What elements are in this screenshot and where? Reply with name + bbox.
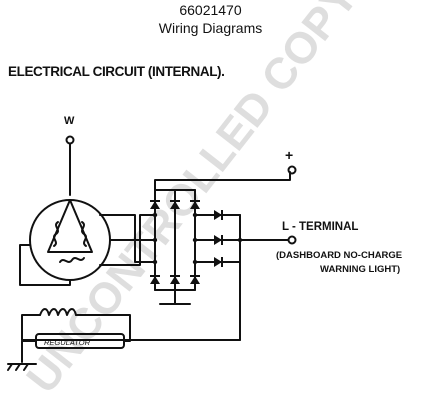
l-terminal-label: L - TERMINAL: [282, 221, 358, 233]
dashboard-label-line1: (DASHBOARD NO-CHARGE: [276, 250, 402, 261]
document-number: 66021470: [179, 2, 242, 18]
w-terminal: [65, 135, 75, 145]
l-terminal: [287, 235, 297, 245]
rotor-coil: [39, 308, 77, 316]
stator-winding: [29, 199, 111, 281]
regulator-label: REGULATOR: [44, 338, 91, 347]
document-title: Wiring Diagrams: [158, 20, 263, 36]
w-label: W: [64, 115, 75, 127]
section-title: ELECTRICAL CIRCUIT (INTERNAL).: [8, 64, 225, 79]
dashboard-label-line2: WARNING LIGHT): [320, 264, 400, 275]
plus-terminal: [287, 165, 297, 175]
plus-label: +: [285, 147, 293, 163]
